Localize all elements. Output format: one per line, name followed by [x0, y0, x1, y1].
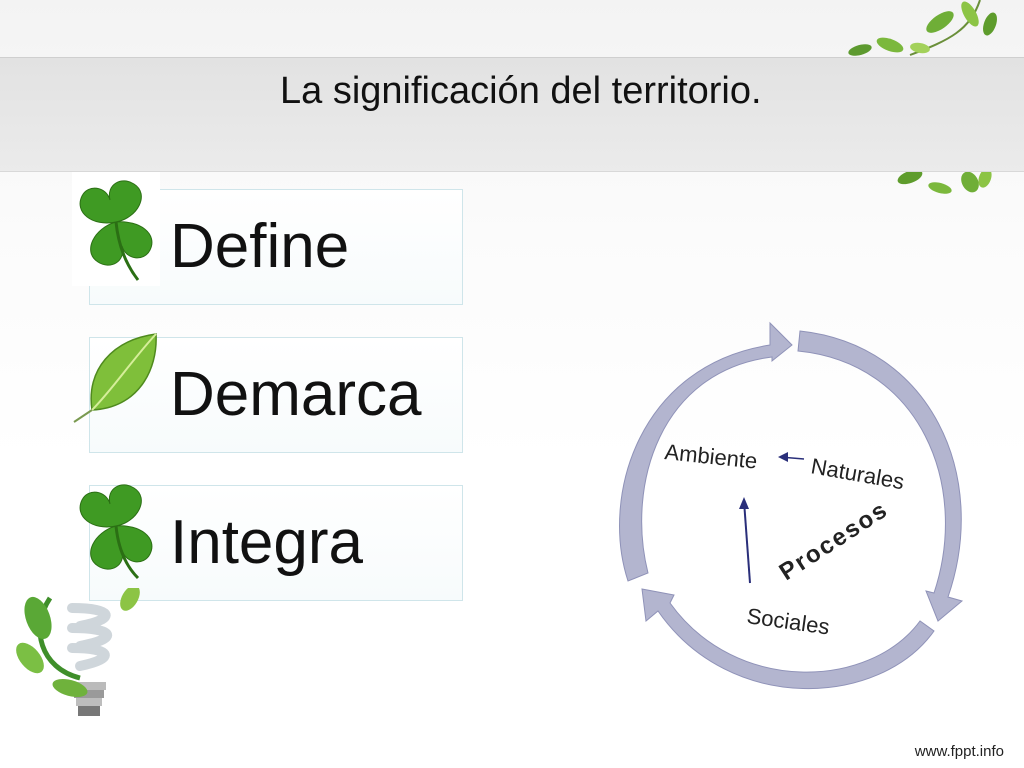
- item-label-define: Define: [170, 212, 350, 281]
- eco-bulb-icon: [16, 588, 140, 716]
- leaf-icon: [72, 330, 160, 431]
- cycle-arrow-bottom: [641, 588, 935, 689]
- label-sociales: Sociales: [745, 603, 831, 639]
- leaf-branch-decoration: [848, 0, 997, 194]
- label-ambiente: Ambiente: [663, 439, 758, 474]
- clover-icon: [72, 172, 160, 291]
- cycle-arrow-right: [797, 330, 964, 622]
- label-procesos: Procesos: [775, 496, 894, 586]
- footer-site: www.fppt.info: [914, 743, 1004, 760]
- cycle-arrow-top: [619, 321, 793, 582]
- arrow-sociales-to-ambiente: [743, 500, 751, 584]
- label-naturales: Naturales: [809, 453, 906, 494]
- item-label-integra: Integra: [170, 508, 364, 577]
- item-label-demarca: Demarca: [170, 360, 422, 429]
- processes-cycle-diagram: Ambiente Naturales Sociales Procesos: [619, 321, 964, 689]
- clover-icon: [72, 476, 160, 587]
- title-band: [0, 57, 1024, 172]
- slide-title: La significación del territorio.: [280, 70, 762, 112]
